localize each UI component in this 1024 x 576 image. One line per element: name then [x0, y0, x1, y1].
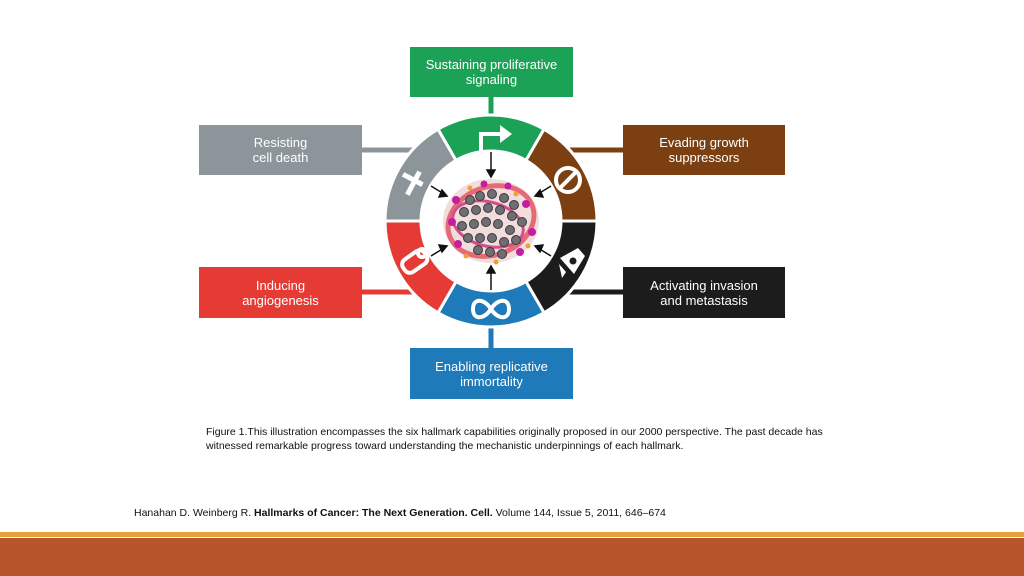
hallmark-label-line1: Resisting	[253, 135, 308, 150]
figure-caption: Figure 1.This illustration encompasses t…	[206, 426, 823, 452]
hallmark-label-line2: signaling	[465, 72, 518, 87]
rocket-icon	[559, 248, 585, 278]
hallmark-label-line2: immortality	[460, 373, 523, 389]
hallmark-label-line1: Evading growth	[659, 135, 749, 150]
citation-title: Hallmarks of Cancer: The Next Generation…	[254, 507, 493, 519]
hallmark-label-line1: Sustaining proliferative	[425, 57, 558, 72]
tumor-cell-cluster	[443, 179, 539, 265]
footer-band	[0, 538, 1024, 576]
hallmark-label-line2: and metastasis	[660, 292, 748, 308]
citation: Hanahan D. Weinberg R. Hallmarks of Canc…	[134, 506, 834, 520]
footer-accent-line	[0, 532, 1024, 537]
hallmark-box-invasion: Activating invasion and metastasis	[623, 267, 785, 318]
citation-details: Volume 144, Issue 5, 2011, 646–674	[492, 507, 666, 519]
blood-vessel-icon	[400, 247, 430, 275]
inward-arrows	[430, 152, 552, 290]
hallmark-label-line1: Activating invasion	[650, 277, 758, 293]
hallmark-box-angiogenesis: Inducing angiogenesis	[199, 267, 362, 318]
hallmark-label-line2: suppressors	[668, 150, 740, 165]
stop-sign-icon	[554, 166, 582, 194]
infinity-icon	[470, 298, 512, 320]
citation-authors: Hanahan D. Weinberg R.	[134, 507, 255, 519]
right-arrow-icon	[479, 125, 512, 160]
hallmark-label-line1: Enabling replicative	[435, 358, 548, 374]
hallmark-box-evading: Evading growth suppressors	[623, 125, 785, 175]
hallmark-box-sustaining: Sustaining proliferative signaling	[410, 47, 573, 97]
hallmark-label-line2: angiogenesis	[242, 292, 319, 308]
dagger-icon	[401, 170, 424, 196]
hallmark-label-line1: Inducing	[255, 277, 306, 293]
hallmark-label-line2: cell death	[252, 150, 309, 165]
hallmark-box-immortality: Enabling replicative immortality	[410, 348, 573, 399]
hallmark-box-resisting: Resisting cell death	[199, 125, 362, 175]
